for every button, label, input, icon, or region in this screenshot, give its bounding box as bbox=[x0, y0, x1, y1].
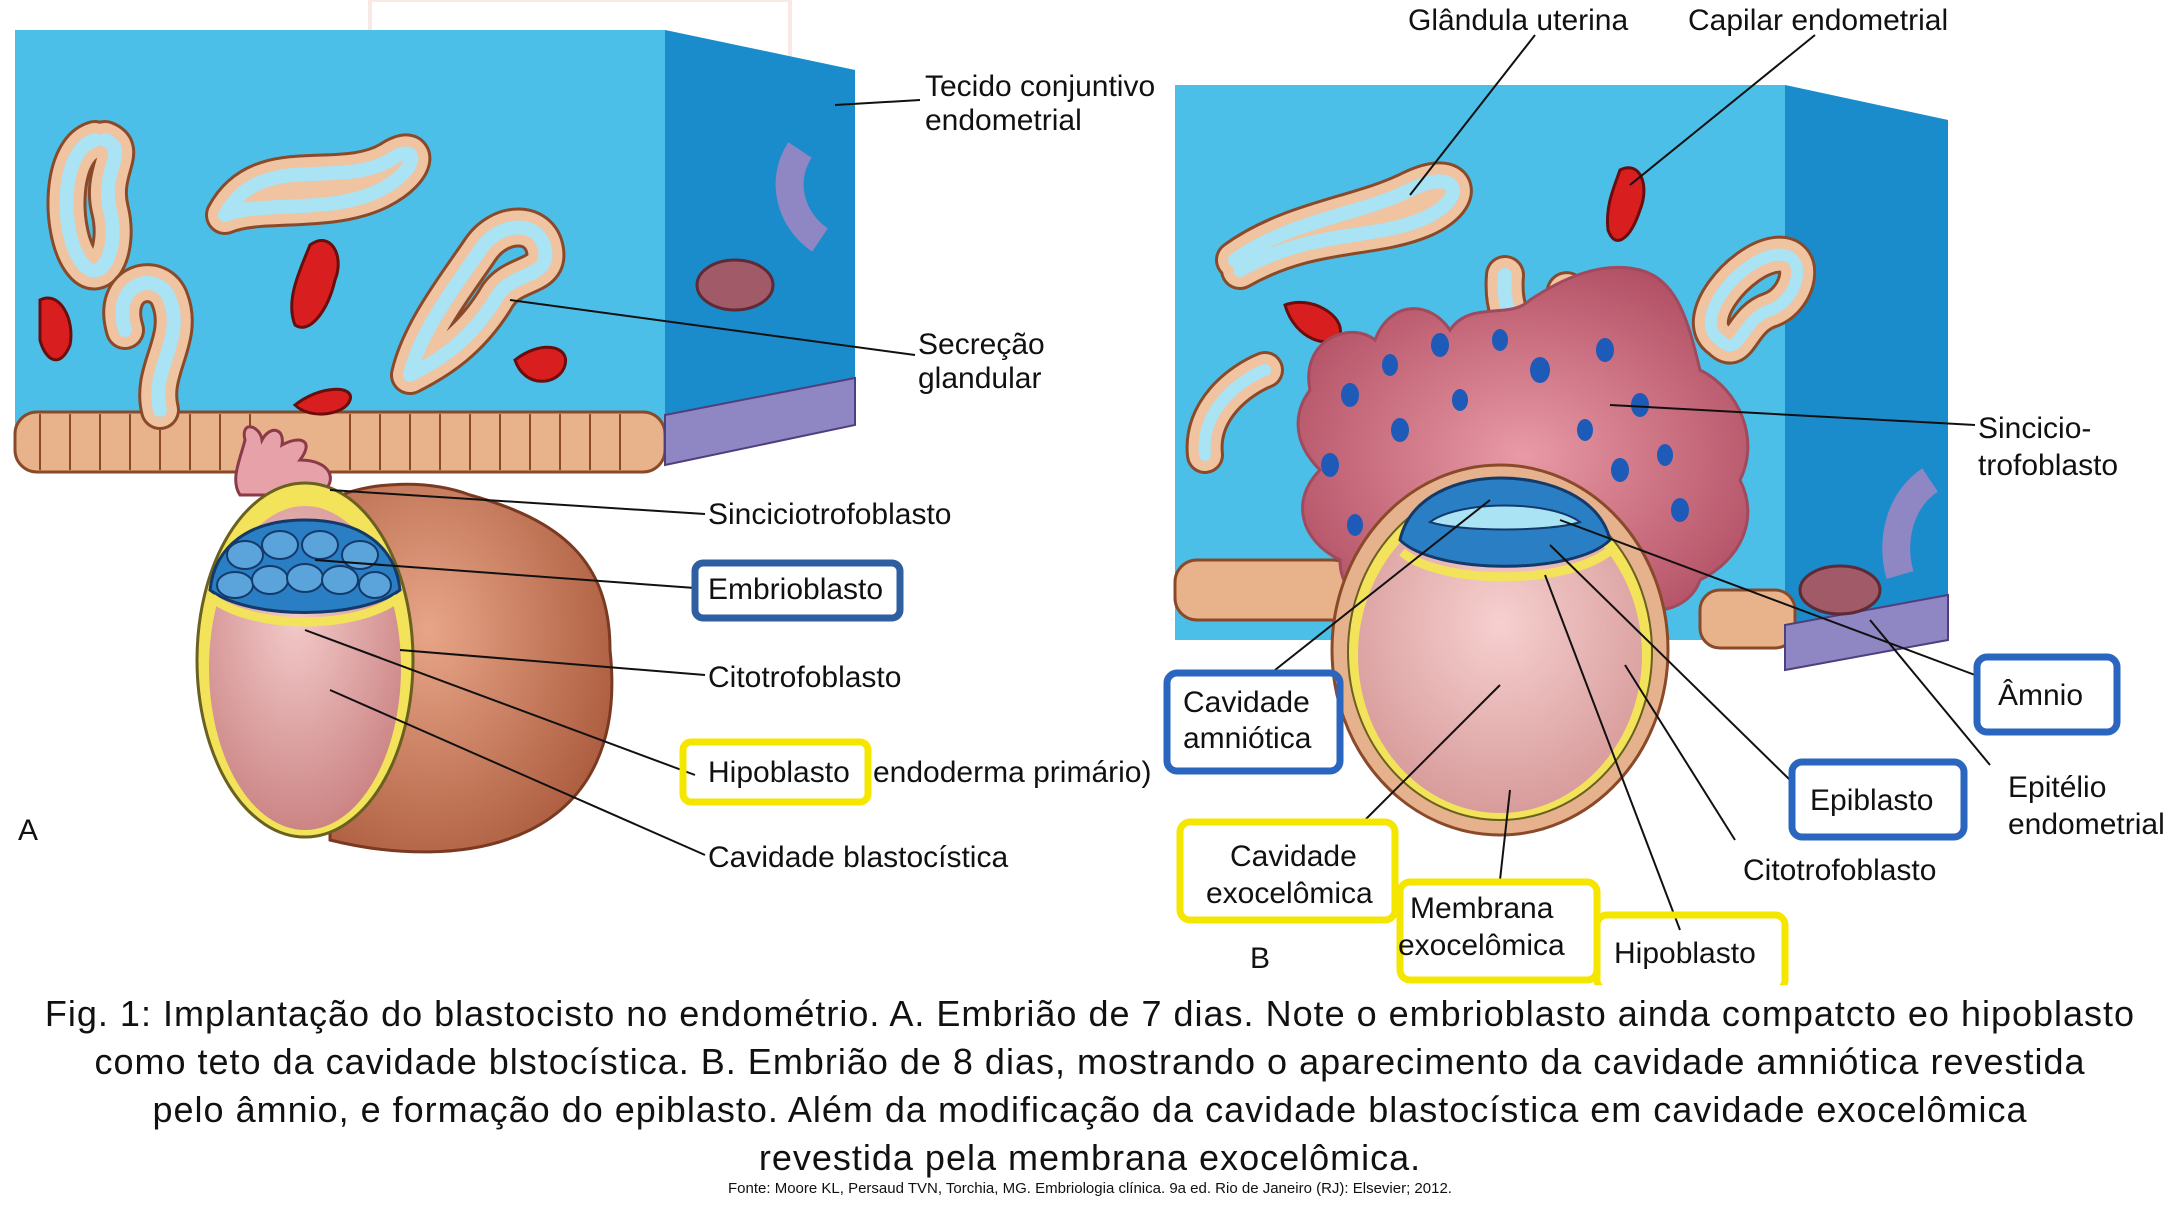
label-cavidade-amniotica-2: amniótica bbox=[1183, 722, 1312, 755]
label-secrecao-2: glandular bbox=[918, 362, 1041, 395]
embryoblast-cells-a bbox=[216, 530, 392, 599]
label-membrana-2: exocelômica bbox=[1398, 929, 1565, 962]
label-cavidade-blastocistica: Cavidade blastocística bbox=[708, 841, 1008, 874]
box-hipoblasto-a bbox=[679, 738, 872, 806]
exocoelomic-cavity-b bbox=[1358, 497, 1642, 813]
amniotic-cavity-b bbox=[1427, 504, 1583, 531]
epithelium-a-side bbox=[664, 376, 856, 467]
label-cavidade-amniotica-1: Cavidade bbox=[1183, 686, 1310, 719]
box-embrioblasto bbox=[691, 559, 904, 622]
label-boxes bbox=[679, 559, 2121, 985]
glands-a bbox=[46, 120, 566, 430]
label-sincicio-2: trofoblasto bbox=[1978, 449, 2118, 482]
lacunae-b bbox=[1321, 329, 1689, 536]
label-epitelio-2: endometrial bbox=[2008, 808, 2165, 841]
box-hipoblasto-b bbox=[1593, 911, 1789, 985]
source-citation: Fonte: Moore KL, Persaud TVN, Torchia, M… bbox=[728, 1180, 1452, 1197]
label-capilar: Capilar endometrial bbox=[1688, 4, 1948, 37]
panel-a bbox=[13, 30, 856, 854]
box-cavidade-exocelomica bbox=[1176, 818, 1399, 924]
side-vessel-b bbox=[1798, 564, 1882, 616]
box-amnio bbox=[1973, 653, 2121, 736]
side-vessel-a bbox=[695, 258, 775, 312]
hypoblast-a bbox=[209, 594, 401, 627]
box-cavidade-amniotica bbox=[1163, 669, 1344, 775]
panel-letter-a: A bbox=[18, 814, 38, 847]
caption-line-3: pelo âmnio, e formação do epiblasto. Alé… bbox=[152, 1089, 2028, 1130]
label-secrecao-1: Secreção bbox=[918, 328, 1045, 361]
label-citotrofoblasto-a: Citotrofoblasto bbox=[708, 661, 901, 694]
label-glandula: Glândula uterina bbox=[1408, 4, 1628, 37]
box-epiblasto bbox=[1788, 758, 1968, 841]
label-endoderma: endoderma primário) bbox=[873, 756, 1151, 789]
label-epitelio-1: Epitélio bbox=[2008, 771, 2106, 804]
label-cavidade-exocelomica-1: Cavidade bbox=[1230, 840, 1357, 873]
panel-letter-b: B bbox=[1250, 942, 1270, 975]
epithelium-a bbox=[13, 410, 667, 474]
labels-a: Tecido conjuntivo endometrial Secreção g… bbox=[18, 70, 1155, 874]
caption-line-1: Fig. 1: Implantação do blastocisto no en… bbox=[44, 993, 2136, 1034]
hypoblast-b bbox=[1399, 548, 1611, 582]
block-b-side bbox=[1785, 85, 1948, 655]
leader-lines bbox=[304, 34, 1991, 931]
panel-b bbox=[1173, 85, 1949, 837]
caption-line-4: revestida pela membrana exocelômica. bbox=[758, 1137, 1422, 1178]
figure-caption: Fig. 1: Implantação do blastocisto no en… bbox=[0, 990, 2180, 1182]
block-a-side bbox=[665, 30, 855, 430]
epithelium-b-right bbox=[1698, 588, 1797, 650]
side-gland-b bbox=[1882, 468, 1939, 579]
caption-line-2: como teto da cavidade blstocística. B. E… bbox=[94, 1041, 2086, 1082]
label-tecido-1: Tecido conjuntivo bbox=[925, 70, 1155, 103]
label-embrioblasto: Embrioblasto bbox=[708, 573, 883, 606]
label-hipoblasto-b: Hipoblasto bbox=[1614, 937, 1756, 970]
label-citotrofoblasto-b: Citotrofoblasto bbox=[1743, 854, 1936, 887]
label-hipoblasto-a: Hipoblasto bbox=[708, 756, 850, 789]
label-amnio: Âmnio bbox=[1998, 679, 2083, 712]
epithelium-b-left bbox=[1173, 558, 1357, 622]
labels-b: Glândula uterina Capilar endometrial Sin… bbox=[1183, 4, 2165, 975]
label-sincicio-1: Sincicio- bbox=[1978, 412, 2091, 445]
capillaries-b bbox=[1283, 166, 1646, 344]
epithelium-b-side bbox=[1784, 593, 1949, 672]
label-cavidade-exocelomica-2: exocelômica bbox=[1206, 877, 1373, 910]
label-tecido-2: endometrial bbox=[925, 104, 1082, 137]
label-membrana-1: Membrana bbox=[1410, 892, 1554, 925]
syncytio-knob-a bbox=[234, 425, 332, 497]
label-epiblasto: Epiblasto bbox=[1810, 784, 1933, 817]
capillaries-a bbox=[38, 238, 567, 416]
implantation-figure: ELSEVIER bbox=[13, 0, 2165, 985]
label-sinciciotrofoblasto-a: Sinciciotrofoblasto bbox=[708, 498, 951, 531]
side-gland-a bbox=[775, 142, 829, 252]
